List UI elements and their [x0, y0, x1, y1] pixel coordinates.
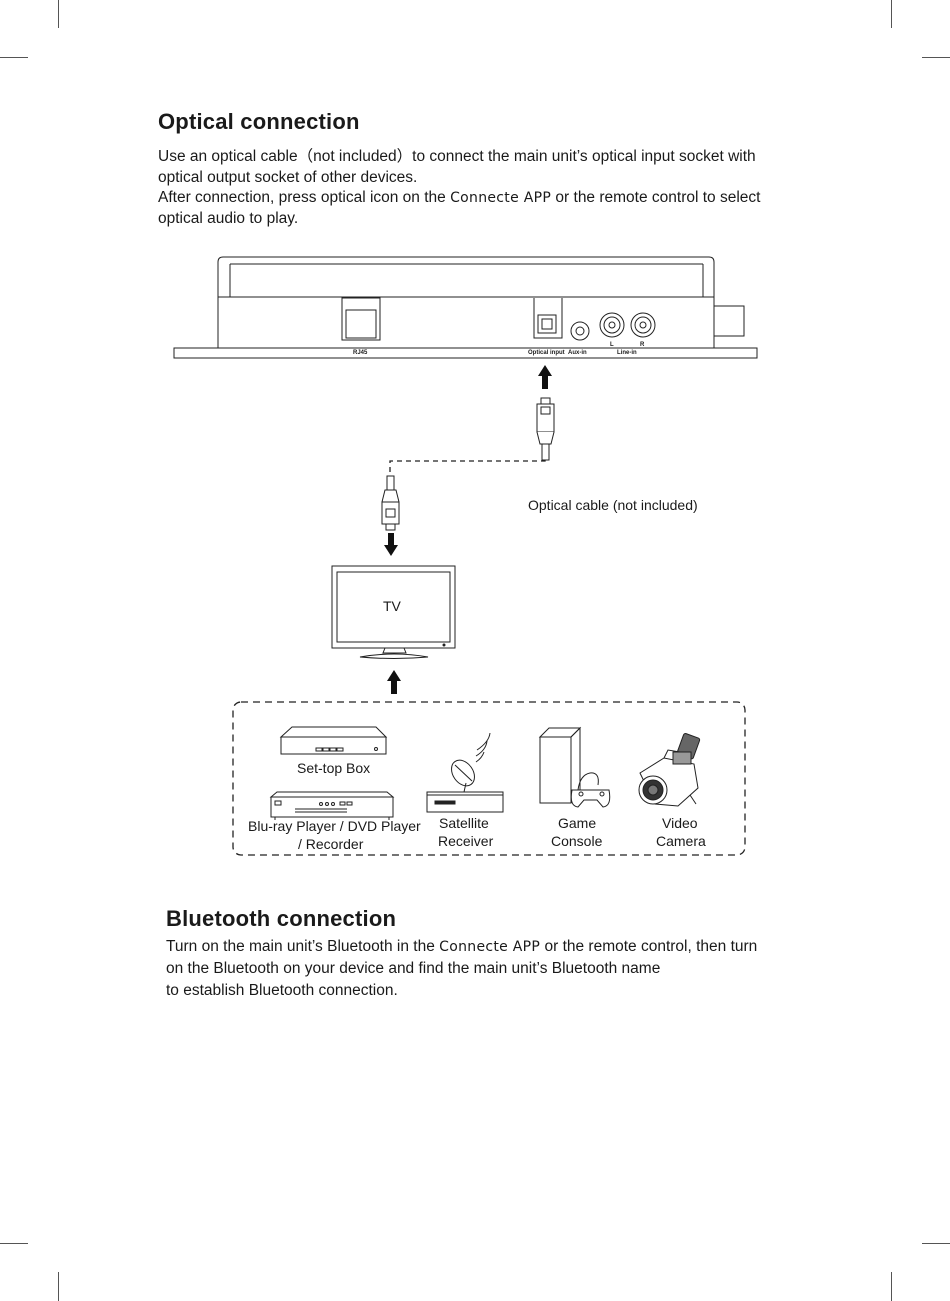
- line-in-left-label: L: [610, 342, 614, 348]
- optical-instructions: Use an optical cable（not included）to con…: [158, 147, 798, 229]
- arrow-down-icon: [384, 533, 398, 556]
- rj45-label: RJ45: [353, 350, 368, 356]
- bluray-label-line-1: Blu-ray Player / DVD Player: [248, 818, 421, 834]
- bluetooth-connection-title: Bluetooth connection: [166, 906, 397, 931]
- optical-line-4: optical audio to play.: [158, 209, 299, 227]
- optical-connection-title: Optical connection: [158, 109, 360, 134]
- game-console-label-line-2: Console: [551, 833, 603, 849]
- video-camera-icon: [638, 732, 701, 807]
- line-in-label: Line-in: [617, 350, 637, 356]
- bluetooth-line-3: to establish Bluetooth connection.: [166, 982, 398, 999]
- satellite-label-line-2: Receiver: [438, 833, 494, 849]
- optical-input-label: Optical input: [528, 350, 565, 356]
- set-top-box-label: Set-top Box: [297, 760, 370, 776]
- arrow-up-icon: [538, 365, 552, 389]
- app-name: Connecte APP: [439, 939, 541, 955]
- crop-mark: [58, 1272, 59, 1301]
- main-unit-rear-panel: [173, 256, 758, 359]
- set-top-box-icon: [279, 726, 388, 755]
- line-in-right-port: [630, 312, 656, 338]
- tv-label: TV: [383, 598, 402, 614]
- bluetooth-line-2: on the Bluetooth on your device and find…: [166, 960, 661, 977]
- crop-mark: [891, 1272, 892, 1301]
- line-in-right-label: R: [640, 342, 645, 348]
- crop-mark: [0, 57, 28, 58]
- game-console-icon: [538, 726, 611, 808]
- app-name: Connecte APP: [450, 190, 552, 206]
- crop-mark: [922, 1243, 950, 1244]
- optical-plug-bottom: [381, 475, 400, 531]
- line-in-left-port: [599, 312, 625, 338]
- crop-mark: [0, 1243, 28, 1244]
- aux-in-port: [570, 321, 590, 341]
- rj45-port: [341, 297, 381, 341]
- crop-mark: [891, 0, 892, 28]
- bluray-player-icon: [269, 791, 395, 820]
- tv-icon: [331, 565, 456, 659]
- optical-line-2: optical output socket of other devices.: [158, 168, 418, 186]
- bluetooth-line-1-start: Turn on the main unit’s Bluetooth in the: [166, 938, 435, 955]
- bluetooth-line-1: Turn on the main unit’s Bluetooth in the…: [166, 936, 816, 958]
- optical-line-3-start: After connection, press optical icon on …: [158, 189, 446, 206]
- optical-line-3-end: or the remote control to select: [555, 189, 761, 206]
- source-devices-box: [232, 701, 746, 856]
- optical-plug-top: [536, 397, 555, 461]
- crop-mark: [58, 0, 59, 28]
- bluray-label-line-2: / Recorder: [298, 836, 364, 852]
- crop-mark: [922, 57, 950, 58]
- satellite-receiver-icon: [426, 732, 504, 813]
- satellite-label-line-1: Satellite: [439, 815, 489, 831]
- optical-cable-label: Optical cable (not included): [528, 497, 698, 513]
- optical-line-3: After connection, press optical icon on …: [158, 188, 798, 209]
- bluetooth-line-1-end: or the remote control, then turn: [544, 938, 758, 955]
- optical-line-1: Use an optical cable（not included）to con…: [158, 148, 756, 165]
- bluetooth-instructions: Turn on the main unit’s Bluetooth in the…: [166, 936, 816, 1002]
- video-camera-label-line-1: Video: [662, 815, 698, 831]
- optical-cable: [389, 460, 546, 478]
- optical-input-port: [533, 298, 563, 339]
- game-console-label-line-1: Game: [558, 815, 596, 831]
- aux-in-label: Aux-in: [568, 350, 587, 356]
- arrow-up-icon: [387, 670, 401, 694]
- video-camera-label-line-2: Camera: [656, 833, 706, 849]
